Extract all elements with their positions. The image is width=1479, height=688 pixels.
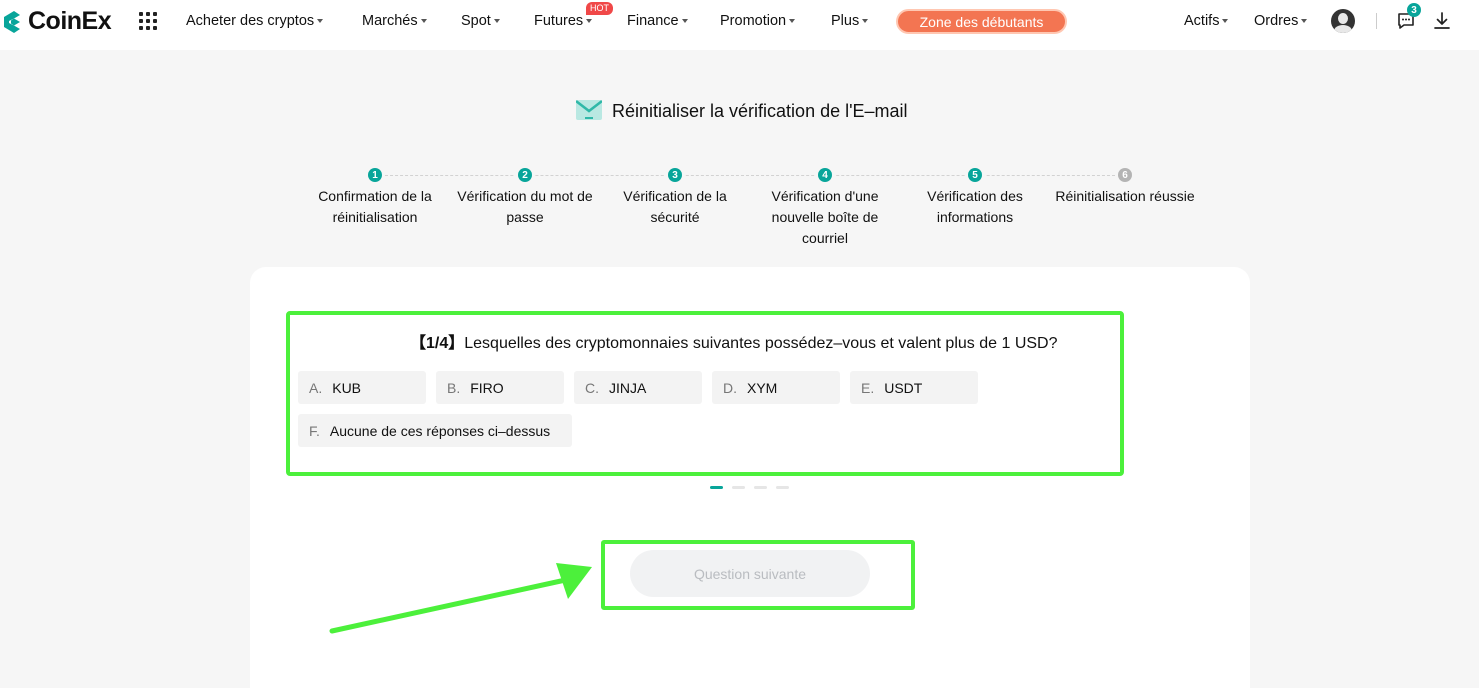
step-label: Vérification du mot de passe xyxy=(457,188,593,225)
step-number: 2 xyxy=(518,168,532,182)
highlight-box-next xyxy=(601,540,915,610)
nav-promotion[interactable]: Promotion xyxy=(720,13,796,29)
step-label: Confirmation de la réinitialisation xyxy=(318,188,432,225)
nav-spot[interactable]: Spot xyxy=(461,13,500,29)
nav-buy-crypto[interactable]: Acheter des cryptos xyxy=(186,13,324,29)
message-count-badge: 3 xyxy=(1407,3,1421,17)
step-6: 6 Réinitialisation réussie xyxy=(1050,168,1200,207)
step-number: 1 xyxy=(368,168,382,182)
nav-orders[interactable]: Ordres xyxy=(1254,13,1308,29)
step-number: 4 xyxy=(818,168,832,182)
step-number: 6 xyxy=(1118,168,1132,182)
option-e[interactable]: E.USDT xyxy=(850,371,978,404)
pagination-dot xyxy=(732,486,745,489)
logo-text: CoinEx xyxy=(28,7,112,35)
download-icon[interactable] xyxy=(1433,11,1451,31)
option-a[interactable]: A.KUB xyxy=(298,371,426,404)
step-4: 4 Vérification d'une nouvelle boîte de c… xyxy=(750,168,900,249)
step-label: Réinitialisation réussie xyxy=(1055,188,1195,204)
annotation-arrow-icon xyxy=(329,563,592,634)
step-3: 3 Vérification de la sécurité xyxy=(600,168,750,228)
option-b[interactable]: B.FIRO xyxy=(436,371,564,404)
option-c[interactable]: C.JINJA xyxy=(574,371,702,404)
step-5: 5 Vérification des informations xyxy=(900,168,1050,228)
coinex-logo[interactable]: CoinEx xyxy=(0,7,112,36)
page-title-text: Réinitialiser la vérification de l'E–mai… xyxy=(612,100,908,121)
caret-down-icon xyxy=(493,19,500,24)
user-avatar[interactable] xyxy=(1331,9,1355,33)
nav-futures[interactable]: Futures xyxy=(534,13,593,29)
pagination-dot-active xyxy=(710,486,723,489)
step-label: Vérification des informations xyxy=(927,188,1023,225)
caret-down-icon xyxy=(1222,19,1229,24)
option-f[interactable]: F.Aucune de ces réponses ci–dessus xyxy=(298,414,572,447)
coinex-logo-icon xyxy=(4,10,20,33)
step-1: 1 Confirmation de la réinitialisation xyxy=(300,168,450,228)
caret-down-icon xyxy=(317,19,324,24)
question-body: Lesquelles des cryptomonnaies suivantes … xyxy=(464,335,1058,352)
nav-assets[interactable]: Actifs xyxy=(1184,13,1229,29)
caret-down-icon xyxy=(681,19,688,24)
caret-down-icon xyxy=(862,19,869,24)
step-label: Vérification de la sécurité xyxy=(623,188,727,225)
question-number: 【1/4】 xyxy=(410,335,465,352)
header-divider xyxy=(1376,13,1377,29)
envelope-icon xyxy=(576,100,602,120)
question-pagination xyxy=(710,486,798,489)
nav-markets[interactable]: Marchés xyxy=(362,13,427,29)
nav-finance[interactable]: Finance xyxy=(627,13,688,29)
question-card xyxy=(250,267,1250,688)
steps-connector xyxy=(380,175,1120,176)
step-number: 5 xyxy=(968,168,982,182)
question-text: 【1/4】Lesquelles des cryptomonnaies suiva… xyxy=(410,329,1058,353)
pagination-dot xyxy=(754,486,767,489)
caret-down-icon xyxy=(586,19,593,24)
beginner-zone-button[interactable]: Zone des débutants xyxy=(896,9,1067,34)
step-number: 3 xyxy=(668,168,682,182)
apps-grid-icon[interactable] xyxy=(139,12,157,30)
top-navigation-bar: CoinEx Acheter des cryptos Marchés Spot … xyxy=(0,0,1479,50)
option-d[interactable]: D.XYM xyxy=(712,371,840,404)
pagination-dot xyxy=(776,486,789,489)
nav-more[interactable]: Plus xyxy=(831,13,869,29)
caret-down-icon xyxy=(1301,19,1308,24)
hot-badge: HOT xyxy=(586,2,613,15)
step-label: Vérification d'une nouvelle boîte de cou… xyxy=(771,188,879,246)
next-question-button[interactable]: Question suivante xyxy=(630,550,870,597)
step-2: 2 Vérification du mot de passe xyxy=(450,168,600,228)
page-title: Réinitialiser la vérification de l'E–mai… xyxy=(576,100,908,122)
highlight-box-question xyxy=(286,311,1124,476)
caret-down-icon xyxy=(789,19,796,24)
caret-down-icon xyxy=(420,19,427,24)
